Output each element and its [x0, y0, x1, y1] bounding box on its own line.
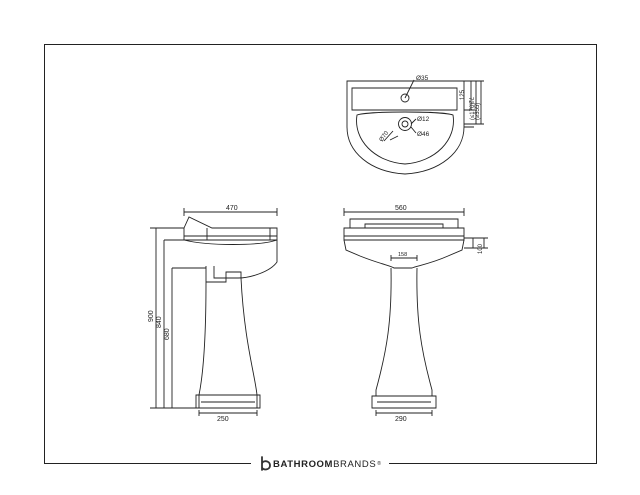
top-view-waste-outer: [398, 117, 412, 131]
side-view: [150, 208, 278, 416]
top-view-basin-outline: [346, 80, 465, 175]
dim-side-rim-height: 840: [156, 316, 163, 328]
side-view-pedestal: [198, 266, 258, 409]
dim-front-base: 290: [395, 416, 407, 423]
brand-b-icon: [261, 456, 271, 471]
dim-side-total-height: 900: [148, 310, 155, 322]
top-view-bowl: [356, 111, 454, 165]
dim-back-depth: 72: [467, 97, 473, 104]
top-view: [346, 79, 484, 175]
dim-waste-diameter: Ø12: [417, 116, 430, 123]
top-view-overflow-slot: [389, 135, 399, 141]
brand-name-part2: BRANDS: [333, 458, 377, 470]
top-view-back-ledge: [351, 87, 458, 111]
dim-side-base: 250: [217, 416, 229, 423]
front-view-side-stubs: [464, 237, 474, 249]
dim-front-width: 560: [395, 205, 407, 212]
top-view-tap-hole: [400, 93, 410, 103]
top-view-dim-lines: [464, 80, 484, 128]
dim-front-rim: 100: [478, 243, 484, 254]
dim-side-pedestal-height: 680: [164, 328, 171, 340]
side-view-basin: [183, 216, 278, 241]
side-view-dim-lines: [150, 208, 278, 416]
front-view: [343, 208, 488, 416]
top-view-waste-inner: [401, 120, 409, 128]
dim-overall-depth: (≥355): [475, 103, 481, 120]
dim-bowl-depth: (≤170): [470, 103, 476, 120]
front-view-basin-underside: [343, 239, 465, 269]
dim-tap-offset: 125: [460, 89, 466, 100]
front-view-dim-lines: [343, 208, 488, 416]
top-view-label-leaders: [383, 79, 417, 142]
front-view-basin: [343, 227, 465, 241]
dim-overflow: Ø70: [379, 130, 391, 143]
dim-front-pedestal-top: 158: [398, 252, 407, 258]
side-view-plinth: [195, 394, 261, 409]
side-view-basin-underside: [183, 239, 278, 279]
front-view-plinth: [371, 395, 437, 409]
dim-side-width: 470: [226, 205, 238, 212]
dim-tap-hole: Ø35: [416, 75, 429, 82]
dim-bowl-outlet: Ø46: [417, 131, 430, 138]
side-view-basin-rim-lines: [184, 228, 277, 240]
brand-name-part1: BATHROOM: [273, 458, 334, 470]
brand-registered-mark: ®: [377, 461, 381, 467]
front-view-basin-back: [349, 218, 459, 228]
front-view-pedestal: [375, 267, 433, 397]
